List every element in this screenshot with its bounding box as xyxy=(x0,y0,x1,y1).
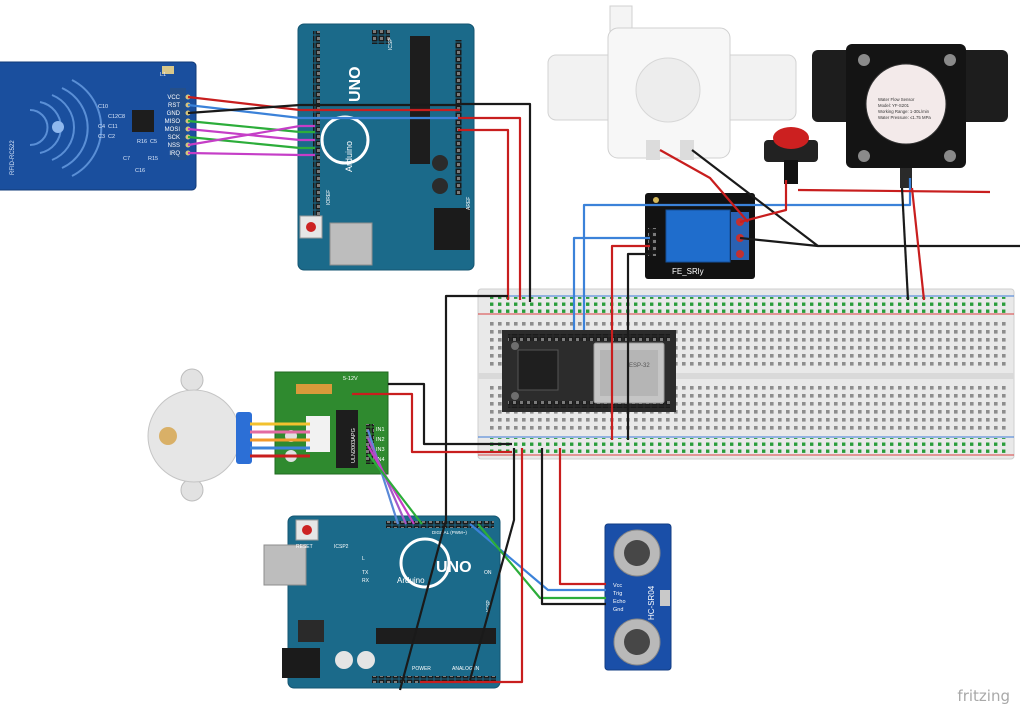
rfid-comp-r15: R15 xyxy=(148,156,158,162)
rfid-pin-miso: MISO xyxy=(165,119,181,125)
uno-bottom-on: ON xyxy=(484,570,492,576)
us-pin-vcc: Vcc xyxy=(613,583,622,589)
us-pin-gnd: Gnd xyxy=(613,607,623,613)
rfid-module: RFID-RC522 L1 C5 C16 R16 C8 C12 C11 R15 … xyxy=(0,61,197,191)
rfid-pin-sck: SCK xyxy=(168,135,180,141)
uno-bottom-reset: RESET xyxy=(296,544,313,550)
rfid-comp-c12: C12 xyxy=(108,114,118,120)
rfid-pin-mosi: MOSI xyxy=(165,127,181,133)
uno-bottom-model: UNO xyxy=(436,559,472,576)
rfid-model-label: RFID-RC522 xyxy=(10,140,16,175)
reset-button-bottom[interactable] xyxy=(302,525,312,535)
uno-top-ioref: IOREF xyxy=(326,190,332,205)
driver-chip-label: ULN2003APG xyxy=(351,428,357,463)
stepper-motor xyxy=(147,368,252,502)
uno-bottom-rx: RX xyxy=(362,578,370,584)
arduino-uno-bottom: UNO Arduino RESET ICSP2 TX RX L ON ICSP … xyxy=(263,515,501,689)
water-flow-sensor: Water Flow Sensor Model: YF-S201 Working… xyxy=(812,44,1008,188)
rfid-pin-vcc: VCC xyxy=(167,95,180,101)
driver-in2: IN2 xyxy=(376,437,385,443)
uno-bottom-digital: DIGITAL (PWM~) xyxy=(432,530,467,535)
rfid-comp-c10: C10 xyxy=(98,104,108,110)
uno-bottom-icsp2: ICSP2 xyxy=(334,544,349,550)
rfid-comp-c4: C4 xyxy=(98,124,105,130)
us-pin-trig: Trig xyxy=(613,591,622,597)
rfid-comp-c2: C2 xyxy=(108,134,115,140)
rfid-comp-l1: L1 xyxy=(160,72,166,78)
driver-in1: IN1 xyxy=(376,427,385,433)
relay-module: FE_SRly xyxy=(645,193,755,279)
relay-label: FE_SRly xyxy=(672,267,704,276)
uno-bottom-power: POWER xyxy=(412,666,431,672)
rfid-pin-gnd: GND xyxy=(167,111,181,117)
esp32-board: ESP-32 xyxy=(502,330,676,412)
us-pin-echo: Echo xyxy=(613,599,626,605)
us-model: HC-SR04 xyxy=(647,585,656,620)
uno-top-model: UNO xyxy=(347,66,364,102)
hc-sr04: Vcc Trig Echo Gnd HC-SR04 xyxy=(604,523,672,671)
driver-in4: IN4 xyxy=(376,457,385,463)
rfid-comp-c3: C3 xyxy=(98,134,105,140)
flow-line-3: Working Range: 1-30L/min xyxy=(878,109,930,114)
arduino-logo-bottom xyxy=(399,537,451,589)
esp-brand: ESP-32 xyxy=(629,363,650,369)
rfid-comp-c16: C16 xyxy=(135,168,145,174)
arduino-uno-top: UNO Arduino ICSP AREF IOREF xyxy=(297,23,475,271)
uno-bottom-icsp: ICSP xyxy=(486,600,492,612)
flow-line-2: Model: YF-S201 xyxy=(878,103,910,108)
fritzing-watermark: fritzing xyxy=(957,687,1010,705)
rfid-comp-c5: C5 xyxy=(150,139,157,145)
uno-top-icsp: ICSP xyxy=(388,38,394,50)
driver-power-label: 5-12V xyxy=(343,376,358,382)
driver-in3: IN3 xyxy=(376,447,385,453)
rfid-comp-c8: C8 xyxy=(118,114,125,120)
rfid-pin-irq: IRQ xyxy=(169,151,180,157)
reset-button-top[interactable] xyxy=(306,222,316,232)
uno-bottom-tx: TX xyxy=(362,570,369,576)
uno-top-brand: Arduino xyxy=(344,141,354,172)
flow-line-4: Water Pressure: ≤1.75 MPa xyxy=(878,115,931,120)
rfid-pin-rst: RST xyxy=(168,103,180,109)
solenoid-valve xyxy=(547,5,797,160)
wires xyxy=(187,95,1020,691)
uno-bottom-analog: ANALOG IN xyxy=(452,666,480,672)
uno-bottom-l: L xyxy=(362,556,365,562)
rfid-comp-c11: C11 xyxy=(108,124,118,130)
rfid-comp-r16: R16 xyxy=(137,139,147,145)
rfid-comp-c7: C7 xyxy=(123,156,130,162)
rfid-pin-nss: NSS xyxy=(168,143,180,149)
uno-bottom-brand: Arduino xyxy=(397,576,425,585)
flow-line-1: Water Flow Sensor xyxy=(878,97,915,102)
uno-top-aref: AREF xyxy=(466,197,472,210)
push-button[interactable] xyxy=(764,127,818,184)
